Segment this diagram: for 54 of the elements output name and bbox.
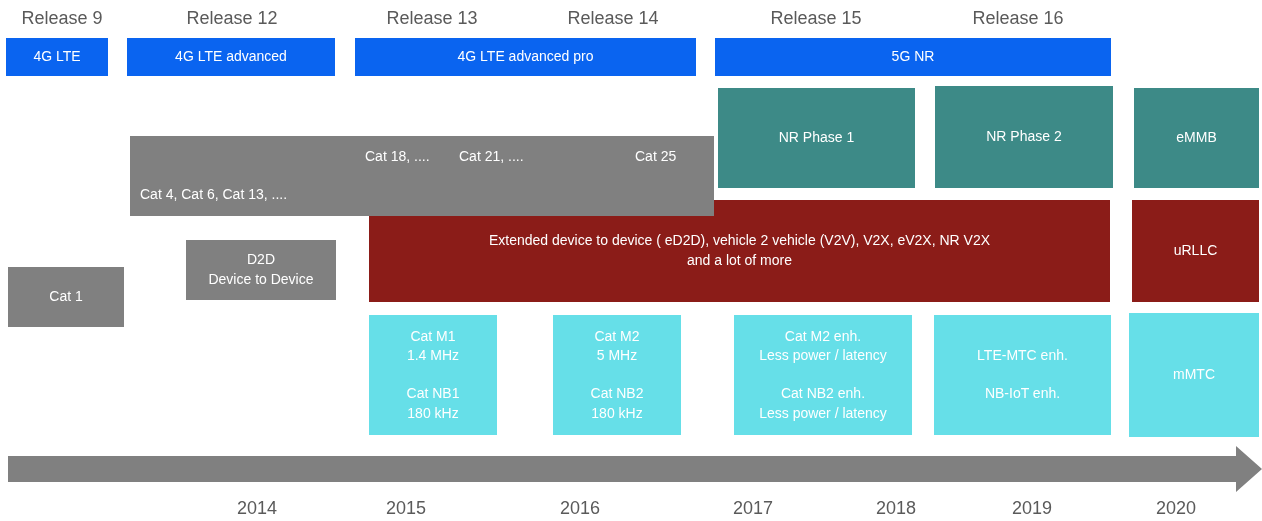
box-text: Cat NB2 180 kHz [590, 384, 644, 423]
box-text: 4G LTE [33, 47, 81, 67]
release-label: Release 9 [21, 8, 103, 29]
box-text: Cat 21, .... [459, 147, 524, 167]
feature-box [369, 315, 497, 435]
box-text: Cat 18, .... [365, 147, 430, 167]
version-bar [6, 38, 108, 76]
feature-box [1129, 313, 1259, 437]
release-label: Release 15 [770, 8, 862, 29]
year-label: 2014 [237, 498, 277, 519]
box-text: Cat 4, Cat 6, Cat 13, .... [140, 185, 288, 205]
box-text: mMTC [1173, 365, 1215, 385]
feature-bar [1132, 200, 1259, 302]
box-text: Cat M2 5 MHz [594, 326, 640, 366]
box-text: Extended device to device ( eD2D), vehicle 2 vehicle (V2V), V2X, eV2X, NR V2X and a lot of more [488, 231, 991, 270]
box-text: Cat 1 [49, 287, 83, 307]
box-text: Cat M1 1.4 MHz [406, 326, 460, 366]
feature-box [935, 86, 1113, 188]
box-text: eMMB [1176, 128, 1217, 148]
year-label: 2018 [876, 498, 916, 519]
year-label: 2019 [1012, 498, 1052, 519]
box-text: 4G LTE advanced pro [457, 47, 594, 67]
feature-bar [130, 136, 714, 216]
feature-box [734, 315, 912, 435]
box-text: Cat M2 enh. Less power / latency [759, 326, 887, 366]
box-text: 4G LTE advanced [175, 47, 287, 67]
release-label: Release 12 [186, 8, 278, 29]
box-text: NR Phase 1 [778, 128, 855, 148]
feature-box [934, 315, 1111, 435]
box-text: uRLLC [1173, 241, 1218, 261]
box-text: Cat NB2 enh. Less power / latency [759, 384, 887, 423]
box-text: Cat NB1 180 kHz [406, 384, 460, 423]
release-label: Release 13 [386, 8, 478, 29]
feature-bar [369, 200, 1110, 302]
feature-bar [8, 267, 124, 327]
feature-bar [186, 240, 336, 300]
version-bar [127, 38, 335, 76]
release-label: Release 14 [567, 8, 659, 29]
feature-box [553, 315, 681, 435]
box-text: NB-IoT enh. [984, 384, 1061, 403]
box-text: 5G NR [891, 47, 935, 67]
box-text: Cat 25 [635, 147, 677, 167]
year-label: 2017 [733, 498, 773, 519]
year-label: 2015 [386, 498, 426, 519]
version-bar [355, 38, 696, 76]
feature-box [1134, 88, 1259, 188]
feature-box [718, 88, 915, 188]
box-text: NR Phase 2 [986, 127, 1062, 147]
year-label: 2020 [1156, 498, 1196, 519]
release-label: Release 16 [972, 8, 1064, 29]
version-bar [715, 38, 1111, 76]
year-label: 2016 [560, 498, 600, 519]
box-text: LTE-MTC enh. [977, 346, 1068, 366]
box-text: D2D Device to Device [208, 250, 314, 289]
